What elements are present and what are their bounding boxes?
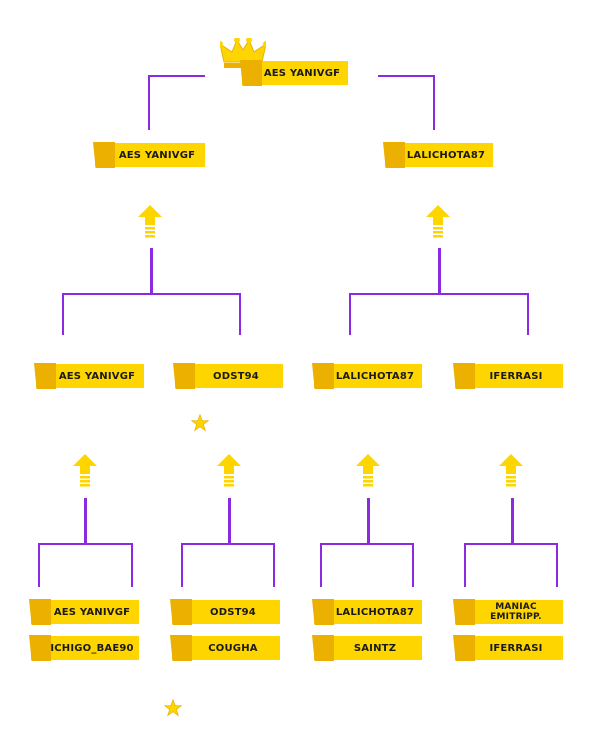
- up-arrow-icon: [138, 205, 162, 238]
- semifinal-label: AES YANIVGF: [34, 363, 144, 389]
- quarterfinal-bracket: [320, 543, 414, 587]
- quarterfinal-bracket: [38, 543, 133, 587]
- quarterfinal-stem: [511, 498, 514, 544]
- quarterfinal-bracket: [464, 543, 558, 587]
- semifinal-label: IFERRASI: [453, 363, 563, 389]
- final-right-connector: [378, 75, 435, 130]
- semifinal-right-stem: [438, 248, 441, 294]
- up-arrow-icon: [73, 454, 97, 487]
- quarterfinal-stem: [228, 498, 231, 544]
- star-icon: [164, 699, 182, 717]
- quarterfinal-label: ICHIGO_BAE90: [29, 635, 139, 661]
- up-arrow-icon: [426, 205, 450, 238]
- semifinal-left-stem: [150, 248, 153, 294]
- quarterfinal-stem: [367, 498, 370, 544]
- final-left-label: AES YANIVGF: [93, 142, 205, 168]
- quarterfinal-label: ODST94: [170, 599, 280, 625]
- up-arrow-icon: [217, 454, 241, 487]
- final-left-connector: [148, 75, 205, 130]
- semifinal-label: ODST94: [173, 363, 283, 389]
- semifinal-label: LALICHOTA87: [312, 363, 422, 389]
- up-arrow-icon: [499, 454, 523, 487]
- quarterfinal-stem: [84, 498, 87, 544]
- quarterfinal-label: SAINTZ: [312, 635, 422, 661]
- quarterfinal-label: MANIAC EMITRIPP.: [453, 599, 563, 625]
- star-icon: [191, 414, 209, 432]
- semifinal-right-bracket: [349, 293, 529, 335]
- quarterfinal-label: AES YANIVGF: [29, 599, 139, 625]
- up-arrow-icon: [356, 454, 380, 487]
- quarterfinal-label: IFERRASI: [453, 635, 563, 661]
- quarterfinal-bracket: [181, 543, 275, 587]
- final-right-label: LALICHOTA87: [383, 142, 493, 168]
- winner-label: AES YANIVGF: [240, 60, 348, 86]
- semifinal-left-bracket: [62, 293, 241, 335]
- quarterfinal-label: COUGHA: [170, 635, 280, 661]
- quarterfinal-label: LALICHOTA87: [312, 599, 422, 625]
